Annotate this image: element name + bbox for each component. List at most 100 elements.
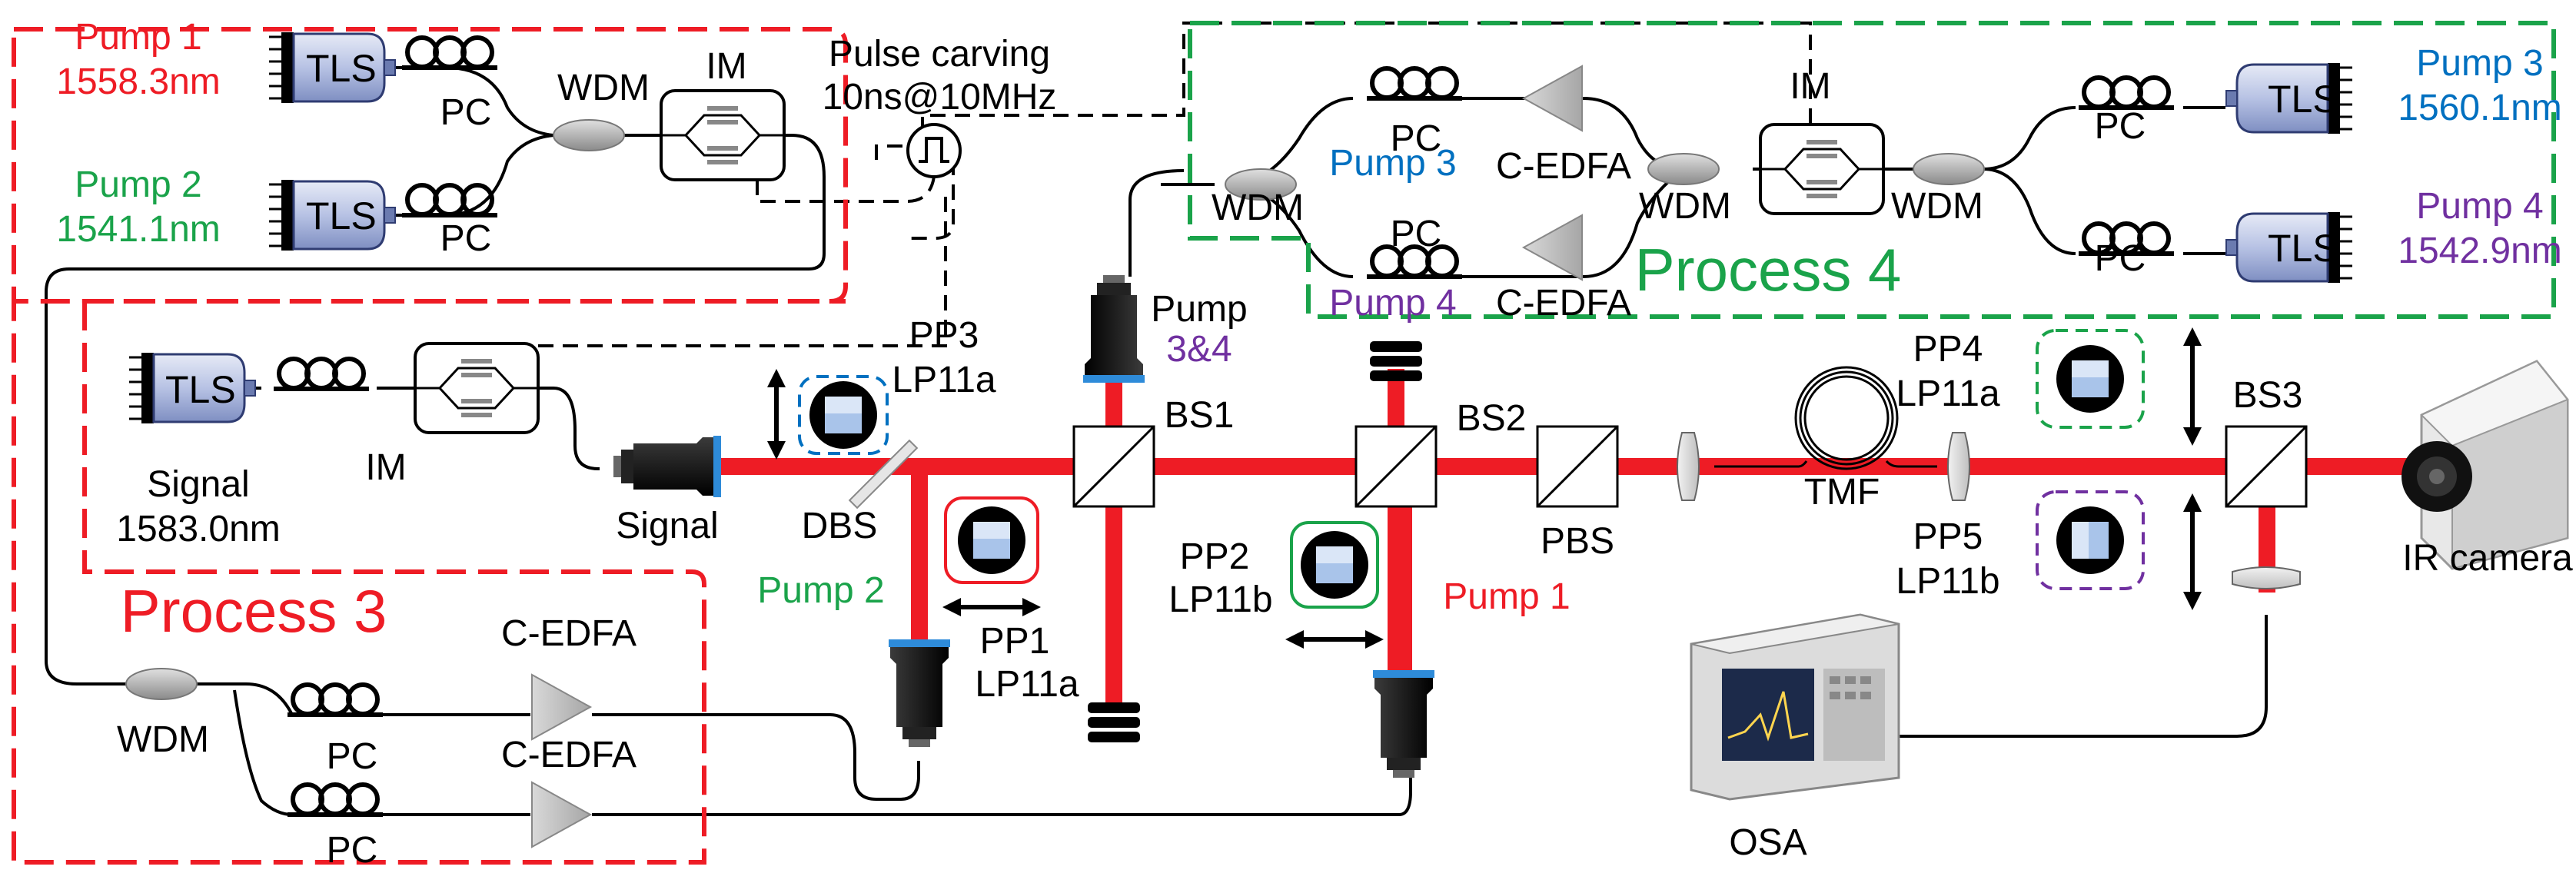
dbs-label: DBS [802, 506, 878, 546]
pp2-mode: LP11b [1168, 579, 1272, 620]
pump2-collimator-label: Pump 2 [757, 570, 884, 611]
pp5-mode: LP11b [1896, 561, 1999, 602]
wdm-process3 [125, 668, 198, 700]
cedfa-process3-upper [531, 674, 591, 740]
pc-pump2 [402, 185, 497, 215]
bs1 [1072, 425, 1155, 508]
wdm-pump34-combiner-label: WDM [1212, 188, 1304, 228]
pc-process4-upper-right-label: PC [2095, 106, 2146, 147]
pump34-collimator [1083, 275, 1145, 383]
pp2-label: PP2 [1180, 536, 1250, 577]
pc-process3-lower-label: PC [327, 830, 378, 871]
pump1-name: Pump 1 [75, 17, 201, 58]
pc-process4-lower-left-label: PC [1391, 214, 1442, 254]
process4-title: Process 4 [1635, 236, 1902, 304]
signal-name: Signal [147, 464, 249, 505]
pp5-label: PP5 [1913, 516, 1983, 557]
pump34-numbers: 3&4 [1166, 329, 1231, 370]
pp2-plate [1285, 521, 1384, 649]
process-boxes [12, 21, 2556, 865]
fibers [45, 66, 2268, 816]
pp5-plate [2036, 490, 2202, 610]
ir-camera-icon [2401, 360, 2569, 570]
pc-process4-upper-left-label: PC [1391, 118, 1442, 159]
signal-device-label: TLS [165, 368, 236, 411]
pump2-name: Pump 2 [75, 164, 201, 205]
pump2-wavelength: 1541.1nm [56, 209, 221, 250]
pc-pump1-label: PC [440, 92, 492, 133]
wdm-process4-right-label: WDM [1891, 186, 1983, 227]
im-pump12 [660, 89, 786, 181]
pp1-mode: LP11a [975, 664, 1079, 705]
pc-process3-upper-label: PC [327, 736, 378, 777]
lens-osa-path [2232, 567, 2300, 589]
lens-tmf-output [1947, 432, 1970, 501]
pc-process4-upper-right [2079, 78, 2174, 108]
osa-instrument-icon [1690, 613, 1900, 801]
bs3 [2225, 425, 2308, 508]
bs2-label: BS2 [1457, 398, 1527, 439]
cedfa-process4-upper-label: C-EDFA [1496, 146, 1631, 187]
pulse-generator-icon [906, 123, 962, 178]
bs1-label: BS1 [1165, 395, 1235, 436]
cedfa-process4-upper [1523, 65, 1583, 131]
tmf-label: TMF [1804, 472, 1880, 513]
pc-process4-upper-left [1367, 68, 1462, 98]
pp3-label: PP3 [909, 315, 979, 356]
pp1-label: PP1 [980, 621, 1050, 662]
im-process4 [1759, 123, 1885, 215]
im-process4-label: IM [1790, 66, 1830, 107]
beam-dump-bs2 [1370, 341, 1422, 381]
pump4-device-label: TLS [2268, 227, 2338, 270]
wdm-process3-label: WDM [117, 719, 209, 760]
wdm-pump12-label: WDM [557, 68, 650, 108]
pump3-device-label: TLS [2268, 78, 2338, 121]
wdm-process4-right [1913, 153, 1985, 185]
pump4-wavelength: 1542.9nm [2398, 231, 2562, 271]
cedfa-process4-lower-label: C-EDFA [1496, 283, 1631, 324]
im-signal [414, 342, 540, 434]
process4-box [1188, 21, 2556, 319]
dbs-mirror [848, 439, 919, 510]
cedfa-process3-upper-label: C-EDFA [501, 613, 637, 654]
pulse-carving-label: Pulse carving [829, 34, 1050, 75]
pump4-name: Pump 4 [2416, 186, 2543, 227]
pp3-plate [767, 369, 889, 460]
pp4-label: PP4 [1913, 329, 1983, 370]
ir-camera-label: IR camera [2402, 538, 2573, 579]
wdm-pump12 [553, 119, 625, 151]
pump1-device-label: TLS [306, 47, 377, 90]
pbs-label: PBS [1541, 521, 1614, 562]
lens-tmf-input [1677, 432, 1700, 501]
im-signal-label: IM [365, 447, 406, 488]
bs2 [1354, 425, 1438, 508]
pc-process4-lower-right-label: PC [2095, 238, 2146, 279]
pp3-mode: LP11a [892, 360, 996, 400]
pump1-collimator [1373, 670, 1434, 778]
cedfa-process3-lower-label: C-EDFA [501, 735, 637, 775]
im-pump12-label: IM [706, 46, 746, 87]
process4-pump4-tag: Pump 4 [1329, 283, 1456, 324]
pump3-wavelength: 1560.1nm [2398, 88, 2562, 128]
pp4-plate [2036, 327, 2202, 446]
pc-signal [274, 359, 369, 389]
pump34-label: Pump [1151, 289, 1247, 330]
pp4-mode: LP11a [1896, 373, 2000, 414]
pc-process3-upper [288, 685, 383, 715]
pbs [1536, 425, 1619, 508]
pump3-name: Pump 3 [2416, 43, 2543, 84]
pc-pump2-label: PC [440, 218, 492, 259]
pp1-plate [942, 496, 1041, 616]
wdm-process4-middle [1647, 153, 1720, 185]
pc-pump1 [402, 38, 497, 68]
pump2-device-label: TLS [306, 194, 377, 237]
signal-collimator-label: Signal [616, 506, 718, 546]
cedfa-process3-lower [531, 782, 591, 848]
pulse-carving-spec: 10ns@10MHz [823, 77, 1057, 118]
pump1-collimator-label: Pump 1 [1443, 576, 1570, 617]
osa-label: OSA [1729, 822, 1807, 863]
bs3-label: BS3 [2233, 375, 2303, 416]
signal-collimator [613, 436, 721, 497]
signal-wavelength: 1583.0nm [116, 509, 281, 549]
